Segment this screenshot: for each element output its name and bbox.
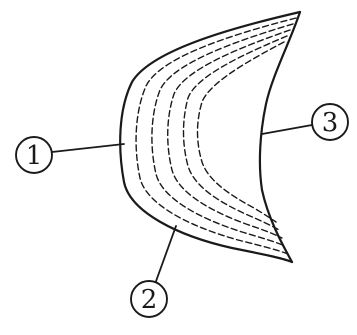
callout-2: 2 xyxy=(131,281,167,317)
callout-3-label: 3 xyxy=(322,108,339,138)
leader-line-2 xyxy=(155,226,176,284)
inner-boundary xyxy=(260,12,300,262)
callout-1-label: 1 xyxy=(26,141,43,171)
leader-line-3 xyxy=(262,125,312,134)
dashed-layer-3 xyxy=(168,30,290,238)
callout-1: 1 xyxy=(16,137,52,173)
leader-line-1 xyxy=(52,144,124,152)
callout-2-label: 2 xyxy=(141,285,158,315)
callout-3: 3 xyxy=(312,104,348,140)
shell-body xyxy=(120,12,300,262)
